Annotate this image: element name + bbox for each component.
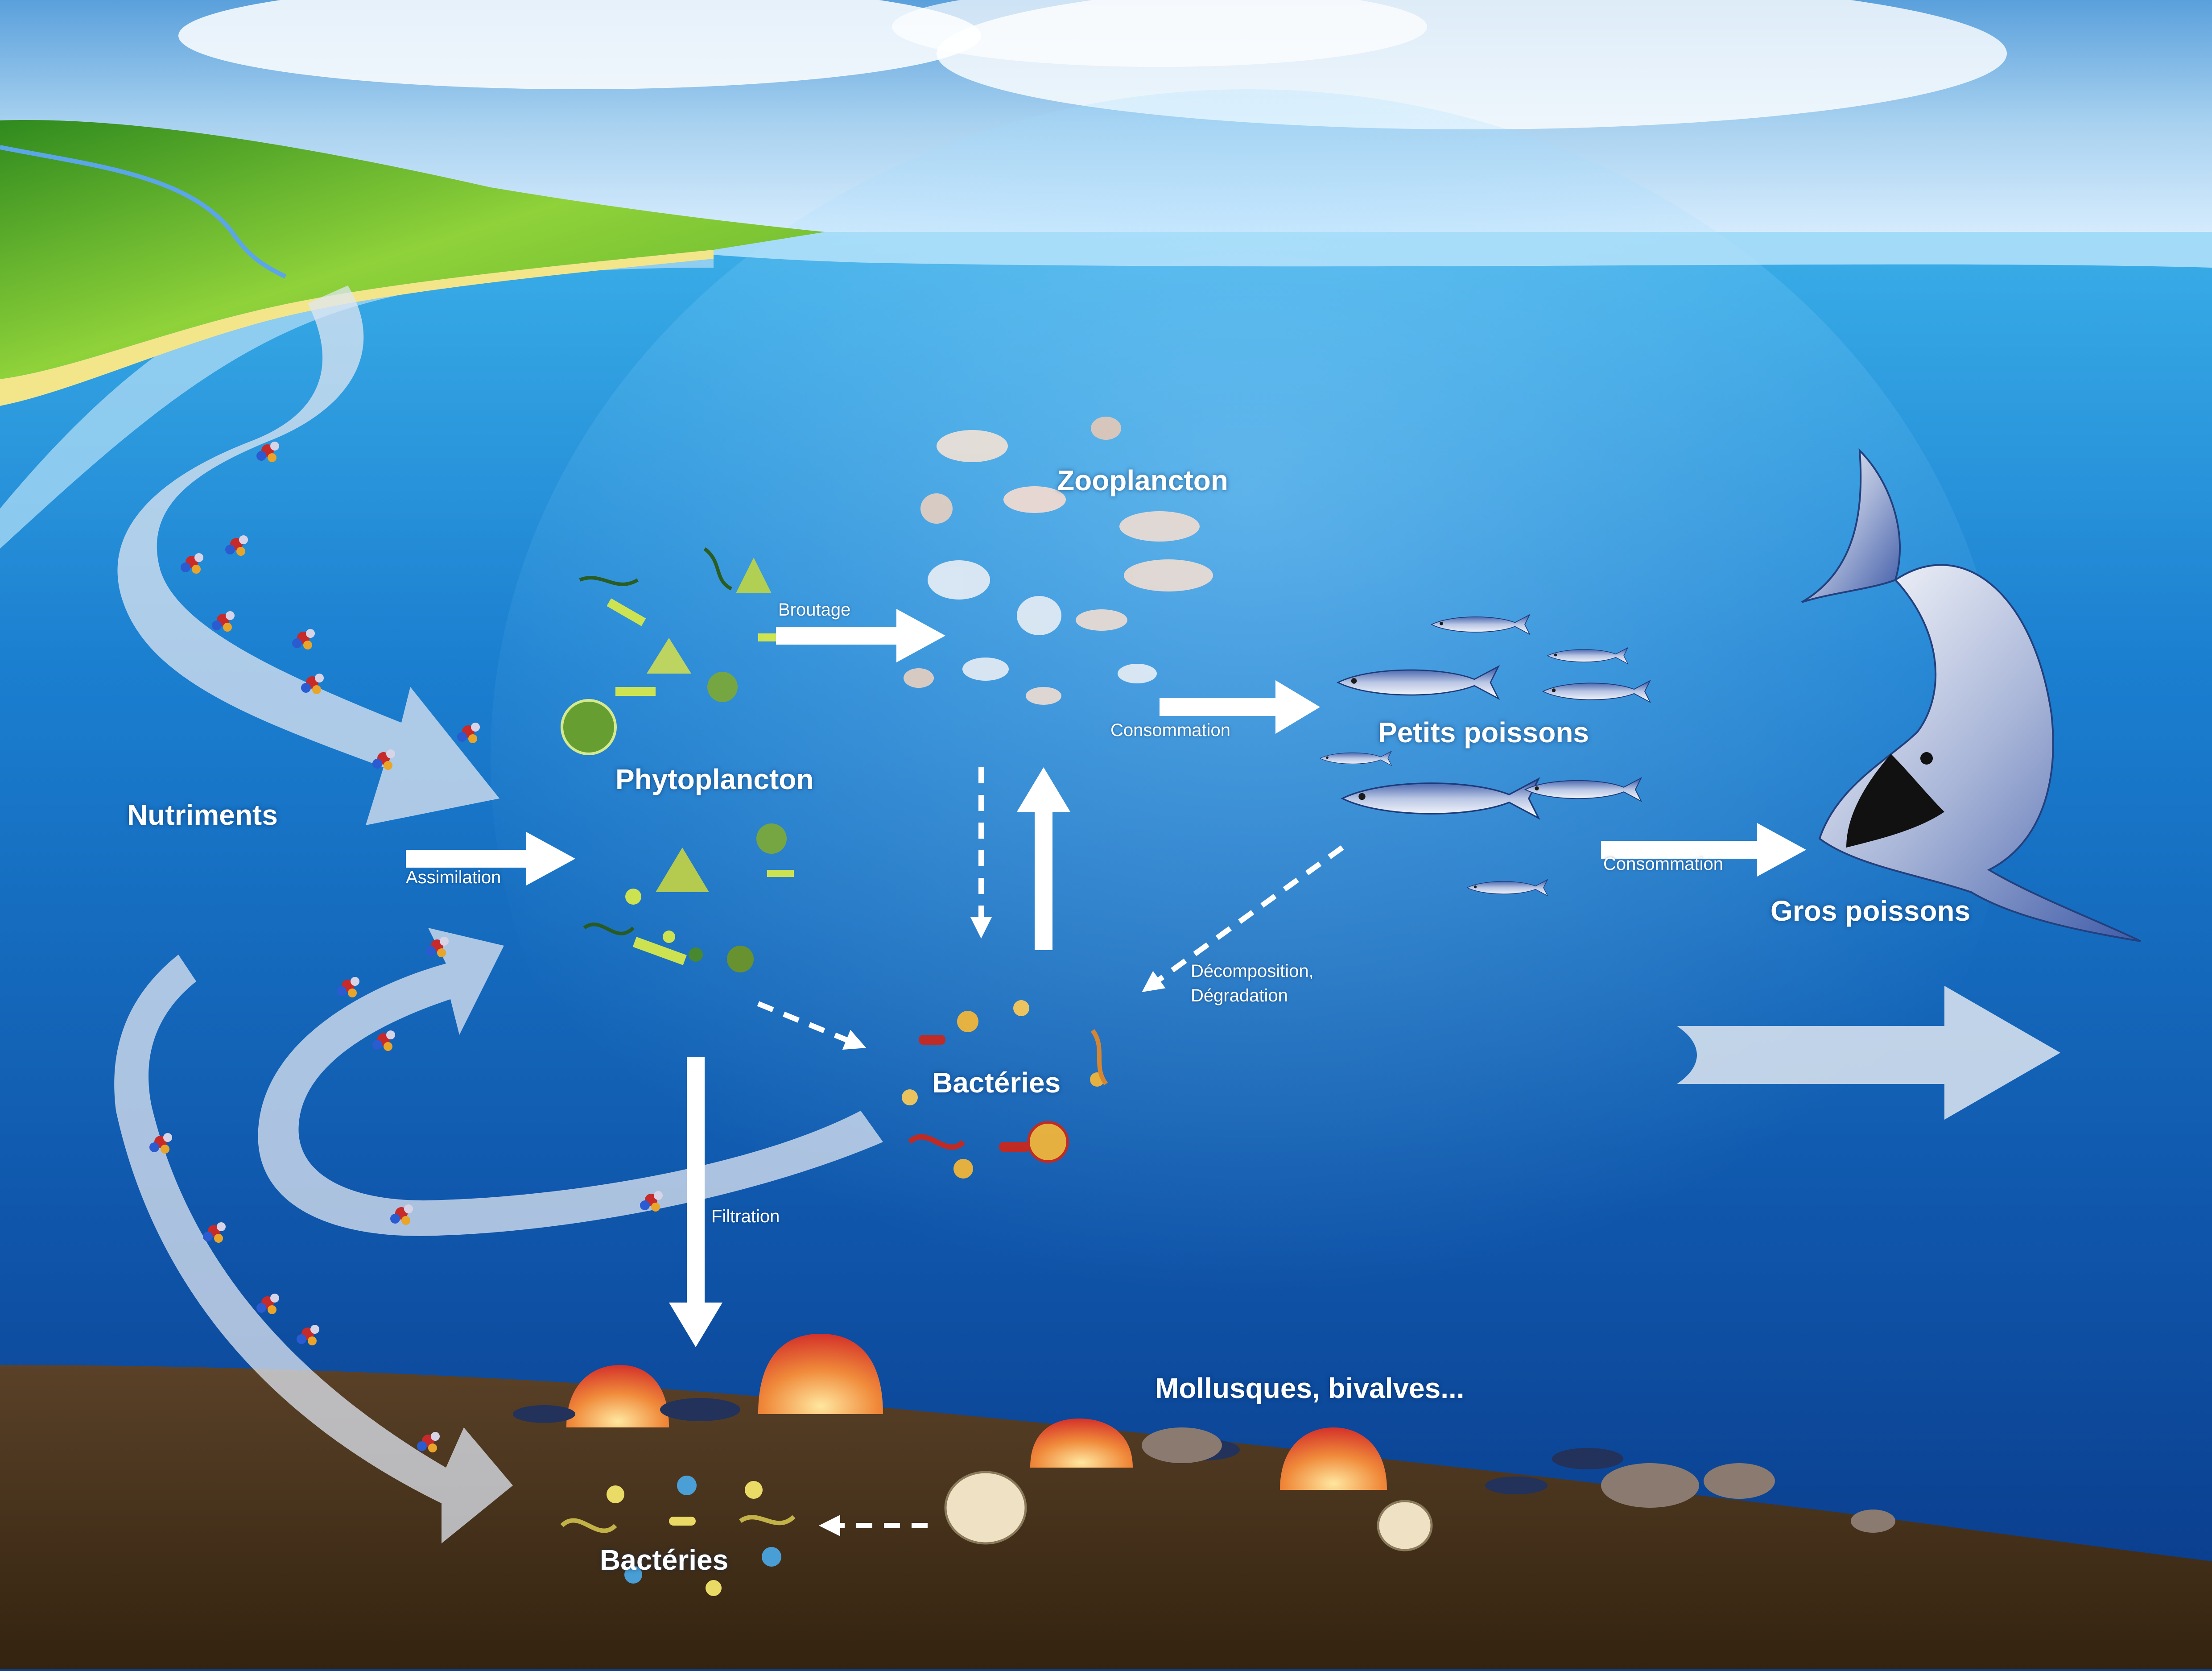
bacteria-cluster-sediment <box>560 1476 796 1596</box>
phytoplankton-cluster <box>561 547 794 972</box>
consommation-fish-label: Consommation <box>1603 854 1724 874</box>
scallop-icon <box>1030 1419 1133 1468</box>
bacteria-cluster-water <box>902 1000 1108 1179</box>
gros-poissons-label: Gros poissons <box>1770 895 1971 927</box>
fish-to-bacteria-dashed <box>1142 845 1344 993</box>
nutrient-path-sediment <box>114 955 513 1543</box>
flow-arrows <box>406 609 1806 1347</box>
scallop-icon <box>566 1365 669 1427</box>
shark-icon <box>1801 448 2141 942</box>
river <box>0 145 287 279</box>
rock-icon <box>1851 1510 1895 1533</box>
light-glow <box>491 89 2007 1427</box>
surface-water <box>624 232 2212 268</box>
zooplancton-label: Zooplancton <box>1057 464 1228 496</box>
decomposition-label: Décomposition, <box>1191 961 1314 981</box>
rock-icon <box>1704 1463 1775 1499</box>
consommation-fish-arrow <box>1601 823 1806 877</box>
zooplankton-cluster <box>904 417 1213 705</box>
petits-poissons-label: Petits poissons <box>1378 716 1589 749</box>
seafloor <box>0 1365 2212 1669</box>
nutriments-label: Nutriments <box>127 799 278 831</box>
assimilation-label: Assimilation <box>406 868 501 887</box>
clam-icon <box>944 1471 1027 1545</box>
dashed-flow-arrows <box>757 767 1344 1536</box>
phytoplancton-label: Phytoplancton <box>615 763 814 795</box>
mussel-icon <box>1485 1477 1548 1494</box>
mussel-icon <box>513 1405 575 1423</box>
clam-icon <box>1377 1500 1433 1551</box>
mollusques-label: Mollusques, bivalves... <box>1155 1372 1465 1404</box>
cloud <box>892 0 1427 67</box>
scallop-icon <box>1280 1427 1387 1490</box>
filtration-arrow <box>669 1057 722 1347</box>
rock-icon <box>1142 1427 1222 1463</box>
mussel-icon <box>1552 1448 1623 1469</box>
phyto-to-bacteria-dashed <box>757 1001 867 1050</box>
rock-icon <box>1601 1463 1699 1508</box>
mollusc-bed <box>513 1334 1895 1551</box>
land <box>0 120 825 379</box>
nutrient-path-regeneration <box>258 928 883 1236</box>
beach <box>0 250 714 406</box>
degradation-label: Dégradation <box>1191 986 1288 1005</box>
broutage-label: Broutage <box>778 600 851 620</box>
consommation-zoo-arrow <box>1160 680 1320 734</box>
nutrient-path-coast <box>117 285 499 825</box>
cloud <box>178 0 981 89</box>
bacteries-sediment-label: Bactéries <box>600 1544 729 1576</box>
mussel-icon <box>660 1398 740 1421</box>
bacteries-water-label: Bactéries <box>932 1067 1061 1099</box>
scallop-icon <box>758 1334 883 1414</box>
bacteria-to-zoo-arrow <box>1017 767 1070 950</box>
broutage-arrow <box>776 609 945 662</box>
assimilation-arrow <box>406 832 575 885</box>
export-arrow <box>1677 986 2060 1120</box>
consommation-zoo-label: Consommation <box>1110 720 1231 740</box>
filtration-label: Filtration <box>711 1207 780 1226</box>
